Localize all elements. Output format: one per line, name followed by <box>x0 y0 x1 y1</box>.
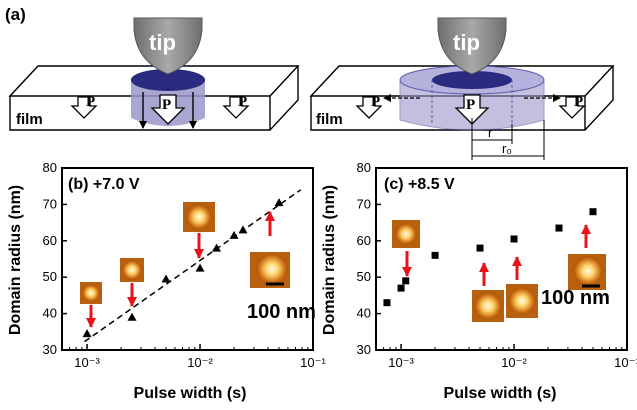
polarization-label: P <box>371 94 380 110</box>
domain-top-inner <box>432 71 512 89</box>
x-axis-title: Pulse width (s) <box>134 385 247 402</box>
y-tick-label: 40 <box>43 306 57 321</box>
panel-label: (c) +8.5 V <box>384 176 455 193</box>
inset-image <box>120 258 144 282</box>
inset-image <box>80 282 102 304</box>
data-point <box>397 284 405 292</box>
film-label: film <box>316 111 343 128</box>
y-tick-label: 40 <box>357 306 371 321</box>
y-tick-label: 70 <box>357 196 371 211</box>
polarization-arrow-left <box>70 96 98 119</box>
polarization-arrow-left <box>355 96 383 119</box>
x-tick-label: 10⁻³ <box>74 355 100 370</box>
panel-label: (b) +7.0 V <box>68 176 140 193</box>
inset-image <box>506 284 538 318</box>
data-point <box>127 312 137 321</box>
y-tick-label: 50 <box>357 269 371 284</box>
polarization-label: P <box>466 97 475 113</box>
data-point <box>82 329 92 338</box>
data-point <box>161 274 171 283</box>
scale-bar-label: 100 nm <box>247 301 316 323</box>
polarization-arrow-right <box>558 96 586 119</box>
panel-b: Domain radius (nm) Pulse width (s) (b) +… <box>7 160 326 402</box>
tip <box>437 17 507 75</box>
y-axis-title: Domain radius (nm) <box>7 185 24 335</box>
panel-c: Domain radius (nm) Pulse width (s) (c) +… <box>321 160 637 402</box>
inset-image <box>568 254 606 290</box>
data-point <box>555 224 563 232</box>
polarization-arrow-center <box>150 94 186 125</box>
y-axis-title: Domain radius (nm) <box>321 185 338 335</box>
y-tick-label: 80 <box>43 160 57 175</box>
x-tick-label: 10⁻² <box>187 355 213 370</box>
y-tick-label: 30 <box>357 342 371 357</box>
tip-label: tip <box>453 30 480 55</box>
polarization-label: P <box>238 94 247 110</box>
film-label: film <box>16 111 43 128</box>
polarization-arrow-center <box>454 94 490 125</box>
y-tick-label: 70 <box>43 196 57 211</box>
plot-frame <box>375 167 628 351</box>
data-point <box>476 244 484 252</box>
data-point <box>195 263 205 272</box>
inset-image <box>183 202 215 232</box>
y-tick-label: 30 <box>43 342 57 357</box>
inset-image <box>250 252 290 288</box>
x-tick-label: 10⁻¹ <box>300 355 326 370</box>
x-tick-label: 10⁻² <box>501 355 527 370</box>
data-point <box>212 243 222 252</box>
x-tick-label: 10⁻¹ <box>614 355 637 370</box>
plot-frame <box>61 167 314 351</box>
data-point <box>274 198 284 207</box>
tip <box>133 17 203 75</box>
fit-line <box>84 189 302 343</box>
data-point <box>383 299 391 307</box>
outer-radius-label: r₀ <box>502 141 512 156</box>
figure-label: (a) <box>5 5 26 24</box>
polarization-label: P <box>86 94 95 110</box>
x-tick-label: 10⁻³ <box>388 355 414 370</box>
data-point <box>402 277 410 285</box>
inset-image <box>472 290 504 322</box>
polarization-arrow-right <box>222 96 250 119</box>
y-tick-label: 80 <box>357 160 371 175</box>
y-tick-label: 60 <box>357 233 371 248</box>
data-point <box>238 225 248 234</box>
data-point <box>589 208 597 216</box>
polarization-label: P <box>162 97 171 113</box>
radius-label: r <box>488 125 493 140</box>
tip-label: tip <box>149 30 176 55</box>
data-point <box>431 251 439 259</box>
scale-bar-label: 100 nm <box>541 287 610 309</box>
inset-image <box>392 220 420 248</box>
data-point <box>229 230 239 239</box>
y-tick-label: 60 <box>43 233 57 248</box>
schematic-right: tip P P P film r r₀ <box>309 17 615 160</box>
y-tick-label: 50 <box>43 269 57 284</box>
domain-top-cap <box>131 69 205 91</box>
polarization-label: P <box>574 94 583 110</box>
schematic-left: tip P P P film <box>8 17 300 131</box>
data-point <box>510 235 518 243</box>
x-axis-title: Pulse width (s) <box>444 385 557 402</box>
